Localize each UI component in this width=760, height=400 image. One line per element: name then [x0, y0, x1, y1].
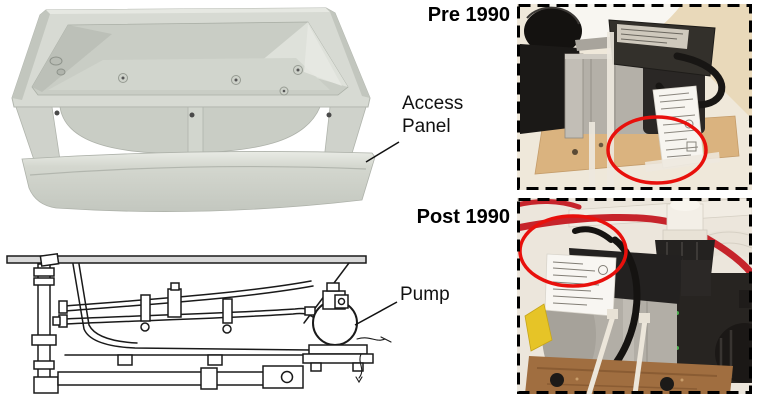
pump-label: Pump: [400, 284, 450, 305]
zip-ties: [586, 313, 648, 394]
red-circle-annotation: [606, 115, 708, 185]
pre-1990-photo: [517, 4, 752, 190]
yellow-tag: [524, 303, 553, 352]
drawing-wires: [355, 336, 392, 384]
drawing-tub-profile: [72, 263, 311, 351]
drawing-pipes: [52, 280, 324, 328]
tub-left-support: [15, 106, 61, 161]
tub-3d-figure: [8, 2, 393, 220]
photo-dashed-border: [517, 4, 752, 190]
drawing-pump: [302, 282, 374, 372]
access-panel-shape: [21, 151, 376, 212]
apron-bolts: [54, 110, 332, 118]
plywood-board: [525, 356, 733, 394]
white-fitting: [662, 199, 708, 242]
mounting-straps: [589, 32, 720, 190]
tub-drain-fixture: [49, 56, 63, 66]
drawing-drain-assembly: [31, 252, 304, 394]
access-panel-label: Access Panel: [402, 93, 464, 137]
post-1990-heading: Post 1990: [416, 206, 510, 228]
pump-foot: [550, 373, 564, 387]
pre-1990-heading: Pre 1990: [427, 4, 510, 26]
pump-foot: [660, 377, 674, 391]
photo-dashed-border: [517, 198, 752, 394]
plumbing-drawing-figure: [5, 251, 393, 399]
drawing-pipe-clamps: [140, 282, 316, 334]
drawing-deck: [6, 255, 367, 264]
post-1990-photo: [517, 198, 752, 394]
